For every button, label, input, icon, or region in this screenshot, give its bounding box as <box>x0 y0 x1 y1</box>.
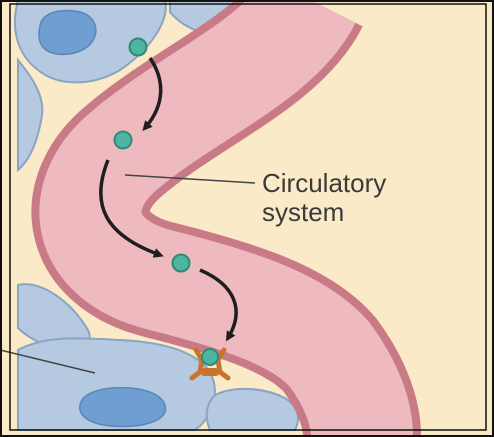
cell-left-middle <box>17 57 44 173</box>
arrow-to-target <box>199 268 238 342</box>
arrow-through-vessel <box>99 159 164 258</box>
label-system: system <box>262 197 344 227</box>
arrow-into-vessel <box>142 57 163 132</box>
inner-frame <box>9 3 487 431</box>
nucleus-top-left <box>38 9 97 56</box>
hormone-molecule-icon <box>113 130 133 150</box>
hormone-molecule-icon <box>128 37 148 57</box>
target-leader-line <box>0 349 96 374</box>
blood-vessel <box>31 0 421 437</box>
bound-hormone-icon <box>201 348 219 366</box>
label-circulatory: Circulatory <box>262 168 386 198</box>
receptor-icon <box>189 347 231 381</box>
label-leader-line <box>124 174 256 184</box>
nucleus-bottom <box>79 386 167 428</box>
hormone-molecule-icon <box>171 253 191 273</box>
